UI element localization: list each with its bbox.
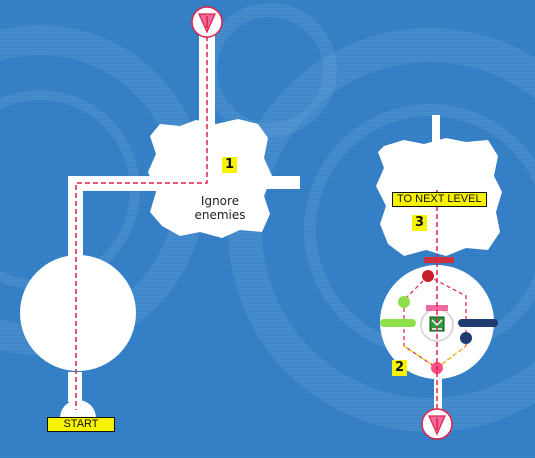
green-dot xyxy=(398,296,410,308)
start-room xyxy=(20,255,136,371)
navy-dot xyxy=(460,332,472,344)
pink-door xyxy=(426,305,448,311)
green-bar xyxy=(380,319,416,327)
room-1-note: Ignore enemies xyxy=(194,194,246,222)
step-2-label: 2 xyxy=(392,360,408,376)
red-dot xyxy=(422,270,434,282)
start-label: START xyxy=(47,417,115,432)
exit-arrow-icon xyxy=(421,408,453,440)
step-3-label: 3 xyxy=(412,215,428,231)
start-alcove xyxy=(60,400,96,418)
room-1 xyxy=(148,119,272,238)
route-path xyxy=(75,28,438,428)
step-1-label: 1 xyxy=(222,157,238,173)
room-2-top-door xyxy=(424,257,454,263)
to-next-level-label: TO NEXT LEVEL xyxy=(392,192,487,207)
down-arrow-icon xyxy=(191,6,223,38)
item-box-icon xyxy=(429,316,445,332)
navy-bar xyxy=(458,319,498,327)
